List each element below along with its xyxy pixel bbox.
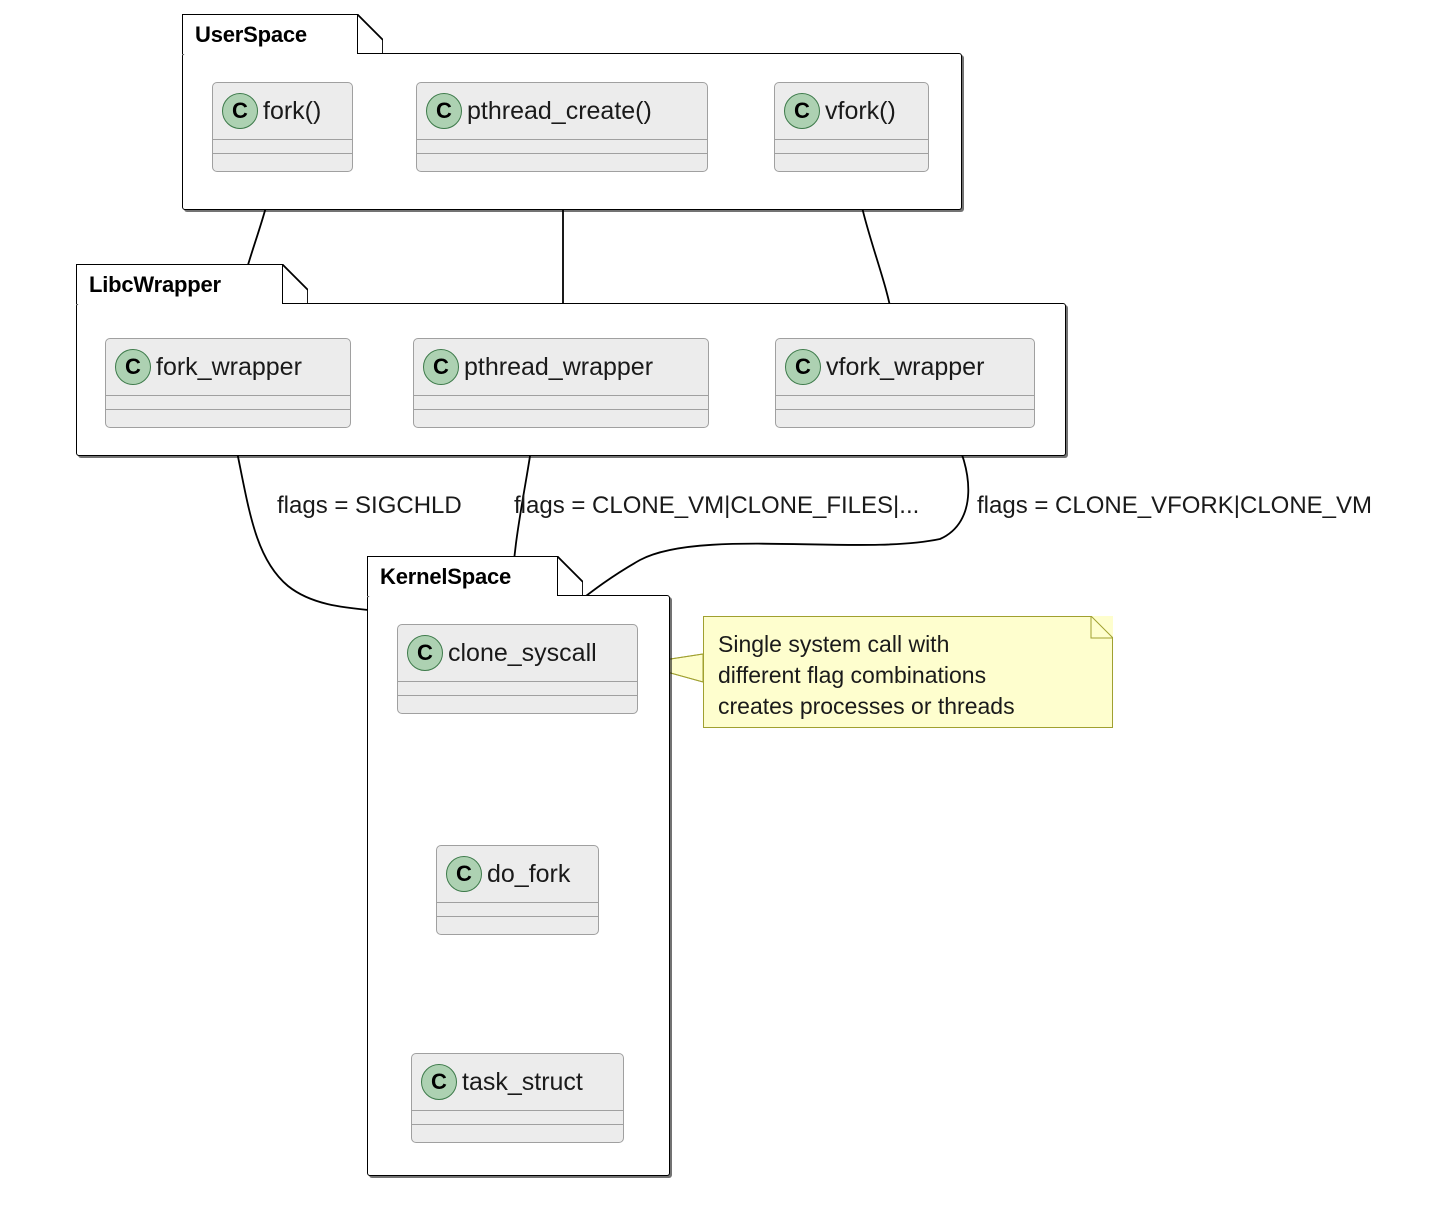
class-vfork-name: vfork() bbox=[825, 96, 896, 125]
class-methods-compartment bbox=[398, 696, 637, 709]
class-attributes-compartment bbox=[437, 903, 598, 916]
class-icon: C bbox=[407, 635, 443, 671]
package-kernelspace-tab-slant bbox=[557, 556, 583, 596]
class-fork-title: C fork() bbox=[213, 83, 352, 139]
class-attributes-compartment bbox=[775, 140, 928, 153]
class-pthread-create-name: pthread_create() bbox=[467, 96, 652, 125]
package-userspace-tab-slant bbox=[357, 14, 383, 54]
class-separator bbox=[417, 139, 707, 140]
class-methods-compartment bbox=[776, 410, 1034, 423]
class-separator bbox=[437, 902, 598, 903]
class-vfork-title: C vfork() bbox=[775, 83, 928, 139]
class-clone-syscall-title: C clone_syscall bbox=[398, 625, 637, 681]
class-pthread-create-title: C pthread_create() bbox=[417, 83, 707, 139]
class-attributes-compartment bbox=[776, 396, 1034, 409]
edge-vfork-wrapper-to-clone-syscall bbox=[572, 427, 970, 607]
class-methods-compartment bbox=[414, 410, 708, 423]
class-vfork-wrapper[interactable]: C vfork_wrapper bbox=[775, 338, 1035, 428]
package-libcwrapper-label: LibcWrapper bbox=[89, 272, 221, 297]
note-clone-syscall: Single system call with different flag c… bbox=[703, 616, 1113, 728]
class-pthread-wrapper[interactable]: C pthread_wrapper bbox=[413, 338, 709, 428]
class-clone-syscall[interactable]: C clone_syscall bbox=[397, 624, 638, 714]
class-methods-compartment bbox=[213, 154, 352, 167]
class-task-struct[interactable]: C task_struct bbox=[411, 1053, 624, 1143]
class-separator bbox=[417, 153, 707, 154]
edge-label-flags-clone-vfork-vm: flags = CLONE_VFORK|CLONE_VM bbox=[977, 492, 1373, 519]
note-text: Single system call with different flag c… bbox=[718, 631, 1015, 719]
package-userspace-label: UserSpace bbox=[195, 22, 307, 47]
edge-label-flags-clone-vm-files: flags = CLONE_VM|CLONE_FILES|... bbox=[514, 492, 920, 519]
class-do-fork[interactable]: C do_fork bbox=[436, 845, 599, 935]
class-separator bbox=[213, 139, 352, 140]
package-userspace-tab: UserSpace bbox=[182, 14, 358, 54]
edge-fork-wrapper-to-clone-syscall bbox=[231, 427, 397, 617]
class-task-struct-name: task_struct bbox=[462, 1067, 583, 1096]
class-pthread-create[interactable]: C pthread_create() bbox=[416, 82, 708, 172]
class-attributes-compartment bbox=[412, 1111, 623, 1124]
class-icon: C bbox=[446, 856, 482, 892]
class-separator bbox=[398, 681, 637, 682]
class-methods-compartment bbox=[412, 1125, 623, 1138]
package-kernelspace-tab: KernelSpace bbox=[367, 556, 558, 596]
class-attributes-compartment bbox=[213, 140, 352, 153]
class-separator bbox=[414, 395, 708, 396]
class-fork-wrapper[interactable]: C fork_wrapper bbox=[105, 338, 351, 428]
class-separator bbox=[775, 139, 928, 140]
class-separator bbox=[106, 395, 350, 396]
class-attributes-compartment bbox=[398, 682, 637, 695]
class-separator bbox=[414, 409, 708, 410]
class-icon: C bbox=[222, 93, 258, 129]
class-icon: C bbox=[785, 349, 821, 385]
note-fold-line bbox=[1090, 616, 1113, 639]
class-do-fork-title: C do_fork bbox=[437, 846, 598, 902]
class-icon: C bbox=[421, 1064, 457, 1100]
class-icon: C bbox=[426, 93, 462, 129]
class-methods-compartment bbox=[775, 154, 928, 167]
package-libcwrapper-tab: LibcWrapper bbox=[76, 264, 283, 304]
class-clone-syscall-name: clone_syscall bbox=[448, 638, 597, 667]
class-methods-compartment bbox=[437, 917, 598, 930]
class-separator bbox=[398, 695, 637, 696]
class-pthread-wrapper-name: pthread_wrapper bbox=[464, 352, 654, 381]
class-attributes-compartment bbox=[417, 140, 707, 153]
class-task-struct-title: C task_struct bbox=[412, 1054, 623, 1110]
class-attributes-compartment bbox=[414, 396, 708, 409]
class-separator bbox=[106, 409, 350, 410]
class-vfork-wrapper-title: C vfork_wrapper bbox=[776, 339, 1034, 395]
class-pthread-wrapper-title: C pthread_wrapper bbox=[414, 339, 708, 395]
class-do-fork-name: do_fork bbox=[487, 859, 571, 888]
class-fork-wrapper-title: C fork_wrapper bbox=[106, 339, 350, 395]
class-separator bbox=[213, 153, 352, 154]
class-separator bbox=[776, 409, 1034, 410]
class-icon: C bbox=[423, 349, 459, 385]
class-methods-compartment bbox=[417, 154, 707, 167]
class-separator bbox=[412, 1124, 623, 1125]
class-fork[interactable]: C fork() bbox=[212, 82, 353, 172]
class-vfork-wrapper-name: vfork_wrapper bbox=[826, 352, 985, 381]
class-fork-wrapper-name: fork_wrapper bbox=[156, 352, 302, 381]
class-icon: C bbox=[115, 349, 151, 385]
class-separator bbox=[437, 916, 598, 917]
class-attributes-compartment bbox=[106, 396, 350, 409]
package-libcwrapper-tab-slant bbox=[282, 264, 308, 304]
package-kernelspace-label: KernelSpace bbox=[380, 564, 512, 589]
edge-label-flags-sigchld: flags = SIGCHLD bbox=[277, 492, 462, 519]
class-fork-name: fork() bbox=[263, 96, 322, 125]
class-vfork[interactable]: C vfork() bbox=[774, 82, 929, 172]
class-icon: C bbox=[784, 93, 820, 129]
class-methods-compartment bbox=[106, 410, 350, 423]
class-separator bbox=[412, 1110, 623, 1111]
class-separator bbox=[775, 153, 928, 154]
class-separator bbox=[776, 395, 1034, 396]
